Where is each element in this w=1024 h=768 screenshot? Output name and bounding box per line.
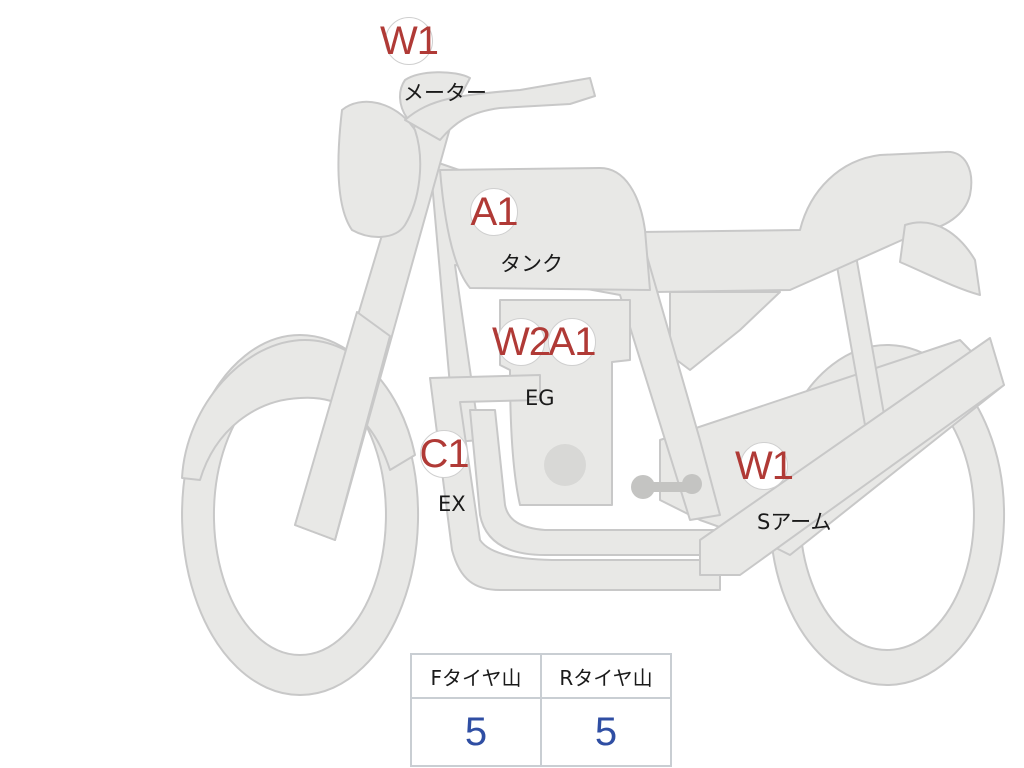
tank-label: タンク bbox=[500, 248, 563, 278]
rear-tire-header: Rタイヤ山 bbox=[541, 654, 671, 698]
meter-label: メーター bbox=[403, 77, 487, 107]
tire-tread-table: Fタイヤ山 Rタイヤ山 5 5 bbox=[410, 653, 672, 767]
swingarm-grade-badge: W1 bbox=[740, 442, 788, 490]
rear-tire-value: 5 bbox=[541, 698, 671, 766]
front-tire-value: 5 bbox=[411, 698, 541, 766]
tire-table-header-row: Fタイヤ山 Rタイヤ山 bbox=[411, 654, 671, 698]
exhaust-grade-badge: C1 bbox=[420, 430, 468, 478]
engine-label: EG bbox=[525, 386, 555, 410]
engine-cover bbox=[544, 444, 586, 486]
front-tire-header: Fタイヤ山 bbox=[411, 654, 541, 698]
engine-grade-badge-1: W2 bbox=[497, 318, 545, 366]
side-cover bbox=[670, 292, 780, 370]
tail-cowl bbox=[900, 222, 980, 295]
engine-grade-badge-2: A1 bbox=[548, 318, 596, 366]
tank-grade-badge: A1 bbox=[470, 188, 518, 236]
meter-grade-badge: W1 bbox=[385, 17, 433, 65]
tire-table-value-row: 5 5 bbox=[411, 698, 671, 766]
exhaust-label: EX bbox=[438, 492, 466, 516]
swingarm-label: Sアーム bbox=[757, 506, 831, 536]
